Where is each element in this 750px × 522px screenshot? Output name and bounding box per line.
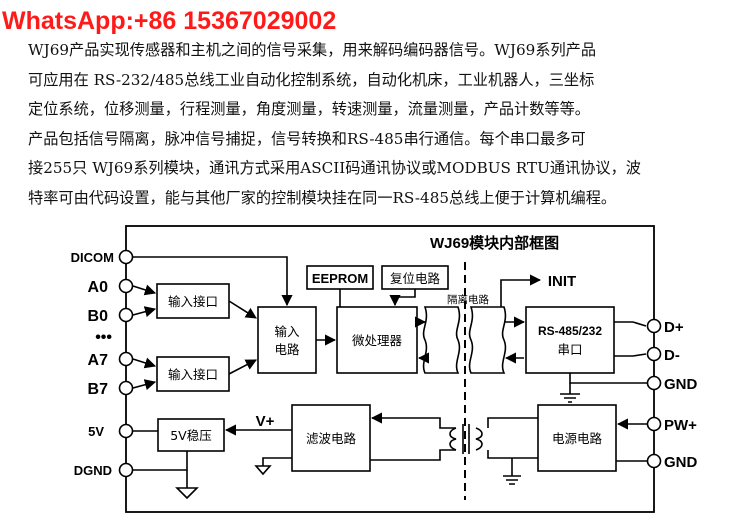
pin-terminal	[118, 423, 134, 439]
wire	[614, 321, 647, 327]
wire	[487, 450, 538, 459]
reset-circuit-label: 复位电路	[390, 271, 441, 286]
left-pin-group	[118, 249, 134, 478]
wire	[370, 449, 456, 461]
power-circuit-block	[537, 404, 617, 472]
input-circuit-label: 电路	[274, 342, 300, 357]
pin-label-b7: B7	[88, 381, 109, 398]
pin-label-dminus: D-	[664, 347, 680, 364]
transformer-coil	[449, 427, 457, 451]
wire	[262, 457, 292, 466]
pin-label-b0: B0	[88, 308, 109, 325]
description-line: 定位系统，位移测量，行程测量，角度测量，转速测量，流量测量，产品计数等等。	[28, 100, 590, 118]
wire	[132, 306, 157, 318]
init-label: INIT	[548, 273, 576, 290]
regulator-block	[157, 418, 225, 452]
wire	[503, 475, 521, 485]
whatsapp-watermark: WhatsApp:+86 15367029002	[0, 2, 414, 42]
right-pin-group	[646, 318, 662, 469]
wire	[370, 412, 456, 429]
description-line: 可应用在 RS-232/485总线工业自动化控制系统，自动化机床，工业机器人，三…	[28, 70, 595, 89]
pin-terminal	[118, 462, 134, 478]
pin-terminal	[118, 351, 134, 367]
transformer-coil	[475, 427, 483, 451]
wire	[228, 300, 257, 319]
isolation-box-right	[468, 306, 507, 374]
pin-label-a7: A7	[88, 352, 109, 369]
pin-label-dplus: D+	[664, 319, 684, 336]
pin-terminal	[646, 416, 662, 432]
rs485-label: RS-485/232	[538, 324, 602, 338]
wire	[560, 393, 580, 403]
wire	[132, 379, 157, 391]
wire	[133, 256, 293, 307]
diagram-title: WJ69模块内部框图	[430, 234, 559, 252]
filter-circuit-block	[291, 404, 371, 472]
right-pin-labels: D+ D- GND PW+ GND	[664, 319, 698, 471]
rs485-label: 串口	[557, 342, 582, 357]
vplus-label: V+	[256, 413, 275, 430]
input-port-label: 输入接口	[168, 367, 218, 382]
description-line: 特率可由代码设置，能与其他厂家的控制模块挂在同一RS-485总线上便于计算机编程…	[28, 188, 617, 207]
description-line: 接255只 WJ69系列模块，通讯方式采用ASCII码通讯协议或MODBUS R…	[28, 159, 641, 177]
pin-label-ellipsis: •••	[95, 329, 112, 346]
pin-terminal	[646, 346, 662, 362]
wire	[569, 373, 647, 384]
filter-circuit-label: 滤波电路	[306, 431, 357, 446]
regulator-label: 5V稳压	[170, 428, 212, 443]
wire	[175, 487, 199, 500]
pin-terminal	[118, 380, 134, 396]
rs485-port-block	[525, 306, 615, 374]
wire	[389, 289, 416, 307]
pin-terminal	[646, 318, 662, 334]
microprocessor-label: 微处理器	[352, 333, 403, 348]
isolation-boxes	[422, 306, 507, 374]
pin-label-gnd: GND	[664, 454, 698, 471]
wire	[132, 357, 157, 369]
input-circuit-block	[257, 306, 317, 374]
product-description: WJ69产品实现传感器和主机之间的信号采集，用来解码编码器信号。WJ69系列产品…	[28, 36, 744, 213]
wire	[228, 359, 257, 375]
pin-label-5v: 5V	[88, 424, 104, 439]
pin-label-dgnd: DGND	[74, 463, 112, 478]
input-port-block	[156, 356, 230, 392]
pin-label-gnd: GND	[664, 376, 698, 393]
pin-label-a0: A0	[88, 279, 109, 296]
wire	[133, 451, 188, 471]
wire	[614, 353, 647, 357]
wire	[132, 284, 157, 296]
pin-terminal	[118, 249, 134, 265]
input-circuit-label: 输入	[274, 324, 300, 339]
power-circuit-label: 电源电路	[552, 431, 603, 446]
wire	[254, 465, 272, 476]
wire	[487, 417, 538, 428]
pin-terminal	[646, 453, 662, 469]
pin-label-dicom: DICOM	[71, 250, 114, 265]
wires	[132, 256, 647, 500]
pin-terminal	[646, 375, 662, 391]
pin-terminal	[118, 307, 134, 323]
isolation-box-left	[422, 306, 461, 374]
input-port-label: 输入接口	[168, 294, 218, 309]
description-line: WJ69产品实现传感器和主机之间的信号采集，用来解码编码器信号。WJ69系列产品	[28, 41, 597, 59]
description-line: 产品包括信号隔离，脉冲信号捕捉，信号转换和RS-485串行通信。每个串口最多可	[28, 129, 586, 148]
pin-label-pwplus: PW+	[664, 417, 697, 434]
eeprom-label: EEPROM	[312, 271, 368, 286]
module-outline	[125, 225, 655, 513]
input-port-block	[156, 283, 230, 319]
blocks	[156, 265, 617, 472]
wire	[500, 274, 542, 307]
pin-terminal	[118, 278, 134, 294]
left-pin-labels: DICOM A0 B0 ••• A7 B7 5V DGND	[71, 250, 114, 478]
microprocessor-block	[336, 306, 418, 374]
block-labels: 输入接口 输入接口 输入 电路 EEPROM 复位电路 微处理器 隔离电路 IN…	[168, 271, 603, 446]
isolation-circuit-label: 隔离电路	[447, 293, 489, 306]
